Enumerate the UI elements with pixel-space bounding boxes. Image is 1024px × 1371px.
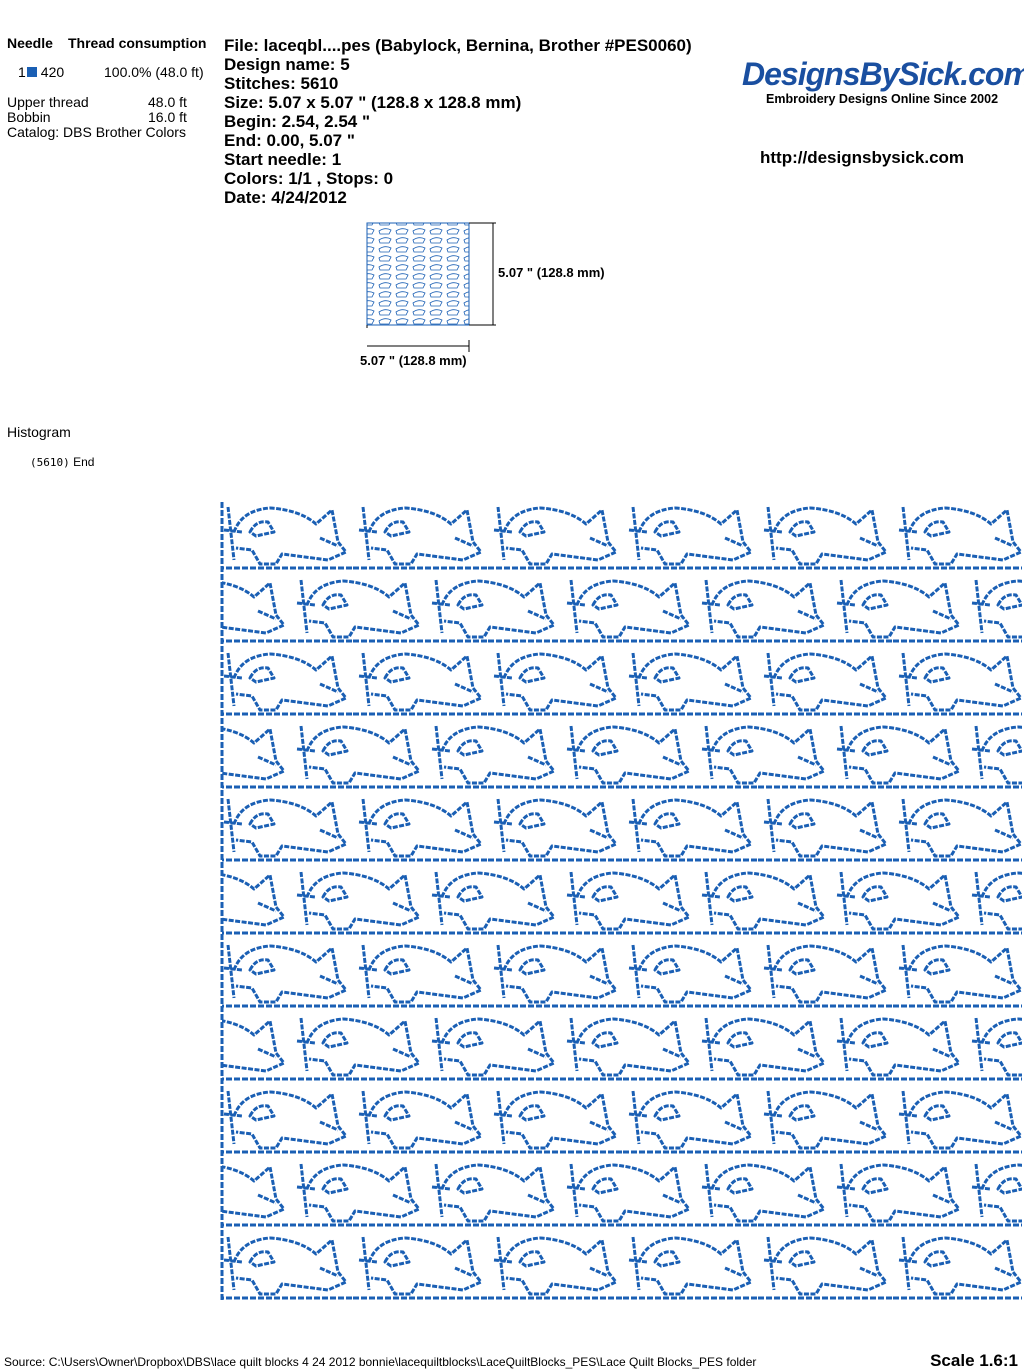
histogram-entry: (5610) End	[30, 455, 94, 469]
color-swatch	[26, 67, 37, 77]
website-link[interactable]: http://designsbysick.com	[760, 148, 965, 167]
width-arrow	[367, 340, 470, 352]
logo-tagline: Embroidery Designs Online Since 2002	[766, 92, 999, 106]
start-needle: Start needle: 1	[224, 150, 342, 169]
thread-row: 1 420	[18, 65, 64, 80]
size: Size: 5.07 x 5.07 " (128.8 x 128.8 mm)	[224, 93, 522, 112]
file-line: File: laceqbl....pes (Babylock, Bernina,…	[224, 36, 692, 55]
date: Date: 4/24/2012	[224, 188, 347, 207]
stitches: Stitches: 5610	[224, 74, 339, 93]
begin: Begin: 2.54, 2.54 "	[224, 112, 371, 131]
histogram-count: (5610)	[30, 456, 70, 469]
histogram-title: Histogram	[7, 424, 71, 440]
histogram-label: End	[73, 455, 95, 469]
thread-code: 420	[40, 64, 65, 80]
thread-consumption: 100.0% (48.0 ft)	[104, 64, 204, 80]
preview-thumbnail	[366, 222, 496, 328]
design-info: File: laceqbl....pes (Babylock, Bernina,…	[224, 36, 692, 207]
design-name: Design name: 5	[224, 55, 350, 74]
upper-value: 48.0 ft	[148, 94, 187, 110]
colors-stops: Colors: 1/1 , Stops: 0	[224, 169, 394, 188]
height-dimension: 5.07 " (128.8 mm)	[498, 265, 605, 280]
catalog: Catalog: DBS Brother Colors	[7, 124, 186, 140]
scale-label: Scale 1.6:1	[930, 1351, 1018, 1370]
bobbin-value: 16.0 ft	[148, 109, 187, 125]
width-dimension: 5.07 " (128.8 mm)	[360, 353, 467, 368]
needle-number: 1	[18, 64, 26, 80]
upper-label: Upper thread	[7, 94, 89, 110]
design-stitch-view	[220, 502, 1022, 1302]
bobbin-label: Bobbin	[7, 109, 51, 125]
needle-header: Needle	[7, 35, 53, 51]
end: End: 0.00, 5.07 "	[224, 131, 355, 150]
logo: DesignsBySick.com	[742, 56, 1024, 92]
source-path: Source: C:\Users\Owner\Dropbox\DBS\lace …	[4, 1355, 757, 1369]
consumption-header: Thread consumption	[68, 35, 207, 51]
